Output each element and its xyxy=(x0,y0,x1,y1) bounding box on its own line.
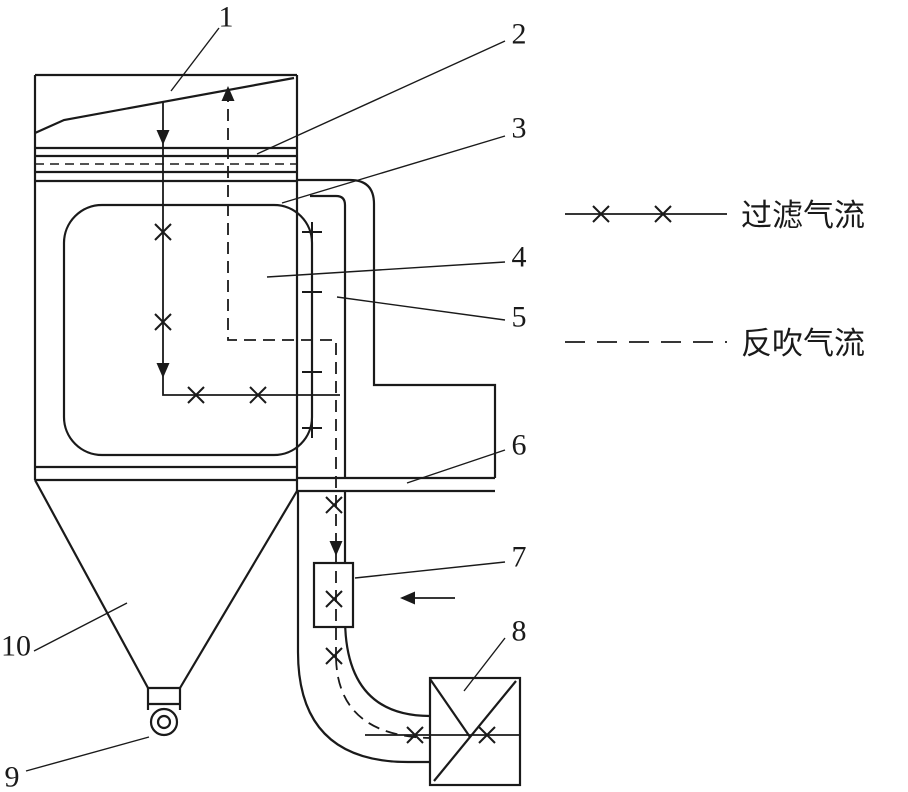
down-arrow-icon xyxy=(156,130,170,145)
plus-flow-mark-icon xyxy=(301,417,323,439)
down-arrow-icon xyxy=(329,541,343,556)
leader-1 xyxy=(170,27,220,92)
callout-leaders xyxy=(25,27,506,772)
callout-7: 7 xyxy=(512,541,527,574)
callout-6: 6 xyxy=(512,429,527,462)
legend-filter-flow-label: 过滤气流 xyxy=(741,198,865,234)
callout-5: 5 xyxy=(512,301,527,334)
left-arrow-icon xyxy=(400,591,415,605)
ambient-air-arrow xyxy=(400,591,455,605)
callout-4: 4 xyxy=(512,241,527,274)
rotary-valve xyxy=(149,707,179,737)
legend-reverse-flow: 反吹气流 xyxy=(565,326,865,362)
tube-sheet-bands xyxy=(35,146,297,183)
legend-reverse-flow-label: 反吹气流 xyxy=(741,326,865,362)
leader-3 xyxy=(281,135,506,204)
leader-2 xyxy=(256,40,506,155)
callout-labels: 1 2 3 4 5 6 7 8 9 10 xyxy=(1,1,527,792)
down-arrow-icon xyxy=(156,363,170,378)
top-inlet-box xyxy=(33,73,299,491)
plus-flow-mark-icon xyxy=(301,361,323,383)
leader-7 xyxy=(354,561,506,579)
legend: 过滤气流 反吹气流 xyxy=(565,198,865,362)
inlet-baffle xyxy=(34,76,295,135)
bag-chamber-outline xyxy=(62,203,314,457)
leader-6 xyxy=(406,449,506,484)
reverse-valve-box xyxy=(312,561,355,629)
bottom-bands xyxy=(35,465,495,493)
leader-10 xyxy=(33,602,128,652)
plus-flow-mark-icon xyxy=(301,221,323,243)
leader-8 xyxy=(463,637,506,692)
filter-flow-path xyxy=(154,102,520,744)
x-flow-mark-icon xyxy=(325,647,343,665)
callout-10: 10 xyxy=(1,630,31,663)
plus-flow-mark-icon xyxy=(301,281,323,303)
reverse-flow-path xyxy=(221,86,431,739)
callout-8: 8 xyxy=(512,615,527,648)
leader-4 xyxy=(266,261,506,278)
leader-9 xyxy=(25,736,150,772)
fan-box xyxy=(428,676,522,787)
callout-1: 1 xyxy=(219,1,234,34)
leader-5 xyxy=(336,296,506,321)
callout-3: 3 xyxy=(512,112,527,145)
x-flow-mark-icon xyxy=(325,496,343,514)
legend-filter-flow: 过滤气流 xyxy=(565,198,865,234)
callout-2: 2 xyxy=(512,18,527,51)
baghouse-structure xyxy=(33,73,522,787)
callout-9: 9 xyxy=(5,761,20,792)
outlet-duct xyxy=(296,178,497,764)
hopper xyxy=(34,479,298,710)
